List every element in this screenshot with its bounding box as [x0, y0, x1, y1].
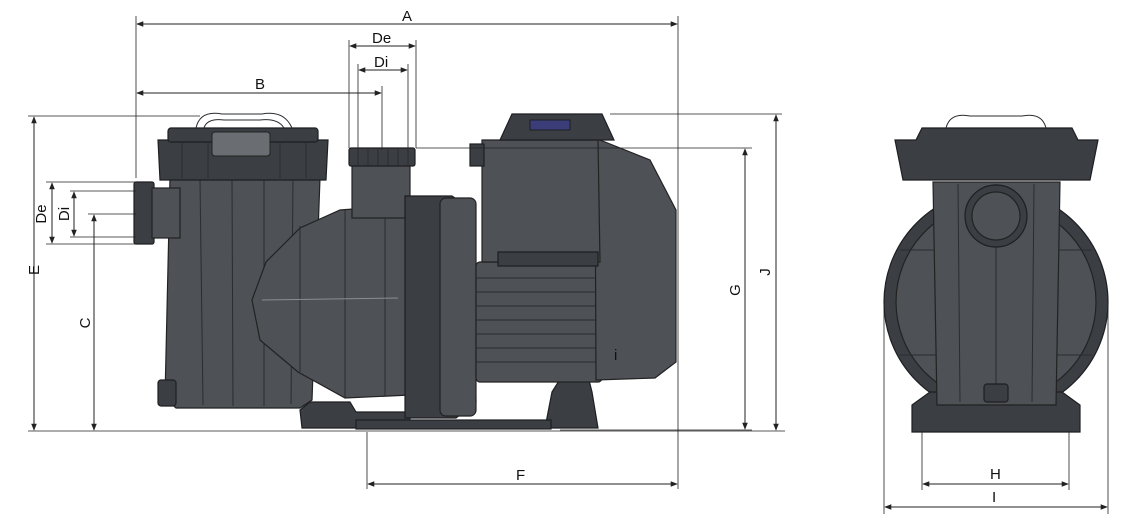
label-Di-top: Di — [374, 54, 388, 71]
dimension-De-top: De — [348, 30, 417, 148]
label-H: H — [990, 466, 1001, 483]
label-C: C — [77, 317, 94, 328]
dimension-C: C — [77, 213, 136, 431]
label-De-side: De — [33, 204, 50, 223]
label-G: G — [727, 284, 744, 296]
label-F: F — [516, 467, 525, 484]
dimension-B: B — [136, 76, 383, 150]
dimension-E: E — [26, 115, 785, 432]
pump-side-view: i — [133, 112, 677, 430]
motor-marking: i — [614, 347, 617, 364]
label-B: B — [255, 76, 265, 93]
label-J: J — [757, 268, 774, 276]
dimension-F: F — [366, 432, 678, 489]
label-I: I — [992, 489, 996, 506]
dimension-Di-side: Di — [56, 190, 136, 238]
dimension-G: G — [416, 147, 752, 431]
label-Di-side: Di — [56, 207, 73, 221]
dimension-De-side: De — [33, 181, 136, 245]
dimension-J: J — [610, 113, 782, 431]
dimension-H: H — [921, 432, 1070, 490]
label-A: A — [402, 8, 412, 25]
label-E: E — [26, 265, 43, 275]
dimension-Di-top: Di — [357, 54, 409, 148]
pump-front-view — [883, 114, 1109, 433]
dimension-I: I — [883, 302, 1109, 514]
label-De-top: De — [372, 30, 391, 47]
dimension-A: A — [135, 8, 679, 489]
